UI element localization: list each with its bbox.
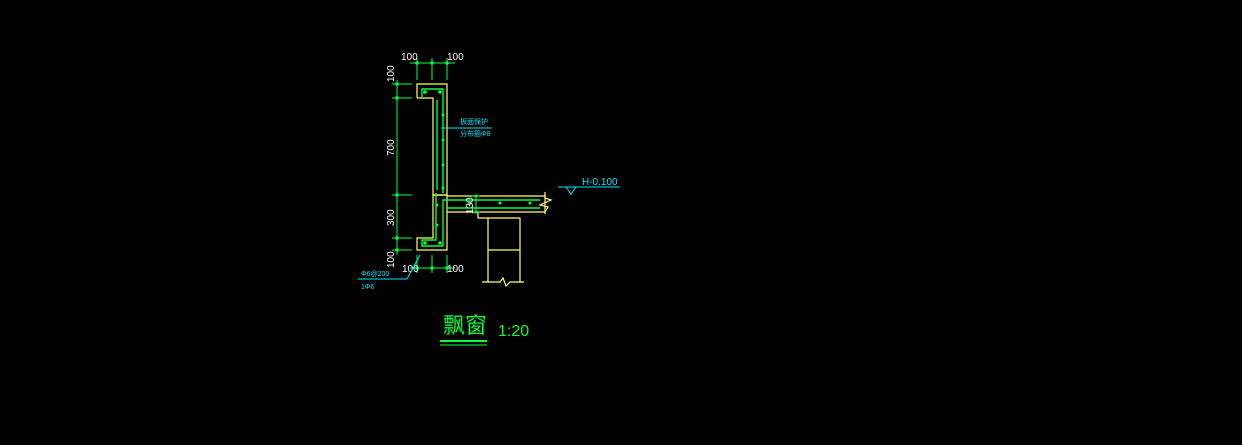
dim-bottom-right: 100	[447, 264, 464, 275]
note-rebar-count: 1Φ6	[361, 284, 374, 291]
lower-wall-outline	[416, 194, 448, 251]
level-label: H-0.100	[582, 177, 618, 188]
dim-vertical-700: 700	[386, 139, 397, 156]
drawing-title: 飘窗	[443, 314, 487, 339]
dim-slab-130: 130	[465, 197, 476, 214]
note-distribution-bar: 分布筋Φ8	[460, 129, 491, 138]
dim-vertical-bottom: 100	[386, 251, 397, 268]
break-line-right	[538, 192, 553, 214]
dim-top-left: 100	[401, 52, 418, 63]
break-line-bottom	[482, 276, 524, 288]
rebar-dots	[423, 90, 532, 245]
dim-vertical-top: 100	[386, 65, 397, 82]
dim-top-right: 100	[447, 52, 464, 63]
lower-rebar	[421, 193, 540, 247]
rebar	[421, 88, 540, 247]
drawing-scale: 1:20	[498, 323, 529, 340]
dim-bottom-left: 100	[402, 264, 419, 275]
slab-outline	[447, 195, 546, 213]
note-rebar-spacing: Φ6@200	[361, 271, 389, 278]
concrete-outline	[416, 83, 553, 288]
dimension-ticks	[395, 61, 478, 270]
beam-outline	[477, 212, 521, 250]
note-cover: 板面保护	[460, 117, 488, 126]
annotation-leaders	[358, 127, 620, 280]
dimension-lines	[392, 58, 480, 273]
dim-vertical-300: 300	[386, 209, 397, 226]
